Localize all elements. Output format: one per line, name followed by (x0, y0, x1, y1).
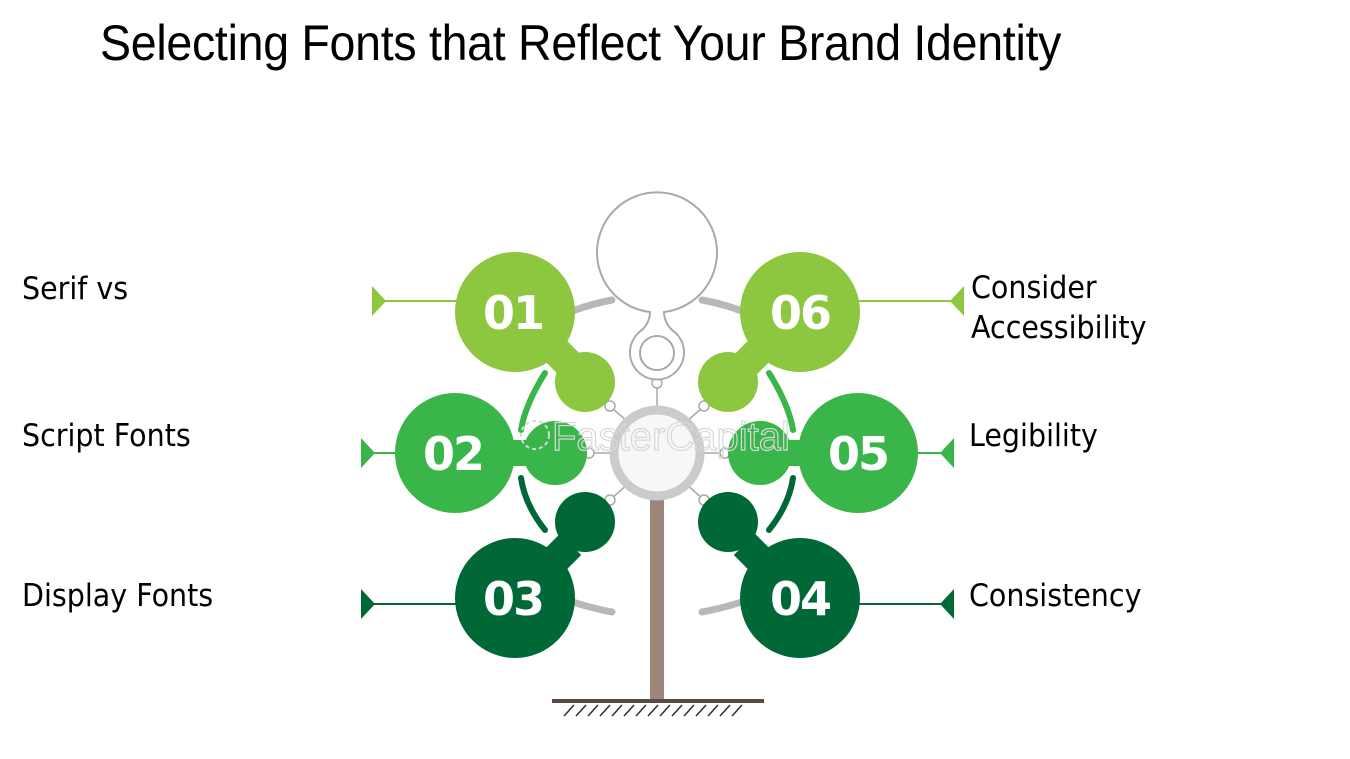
label-06-line-1: Consider (971, 270, 1097, 306)
arrow-right-icon (361, 589, 375, 619)
watermark-gear-icon (520, 420, 550, 450)
watermark: FasterCapital (552, 415, 790, 459)
ground-hatch (563, 704, 743, 717)
pointer-01 (372, 286, 460, 316)
pointer-03 (361, 589, 460, 619)
pointer-06 (856, 286, 964, 316)
arrow-right-icon (372, 286, 386, 316)
number-03: 03 (483, 572, 543, 626)
label-04: Consistency (969, 578, 1142, 614)
leaf-01 (455, 252, 615, 412)
label-02: Script Fonts (22, 418, 191, 454)
number-06: 06 (770, 286, 830, 340)
top-outline-bulb (596, 191, 718, 381)
label-03: Display Fonts (22, 578, 214, 614)
pointer-04 (856, 589, 954, 619)
page-title: Selecting Fonts that Reflect Your Brand … (100, 15, 1062, 71)
arrow-left-icon (940, 589, 954, 619)
label-06: Consider Accessibility (971, 268, 1147, 348)
number-02: 02 (423, 427, 483, 481)
arrow-right-icon (361, 438, 375, 468)
leaf-05 (728, 393, 918, 513)
green-arcs (518, 370, 796, 533)
arrow-left-icon (940, 438, 954, 468)
pointer-05 (915, 438, 954, 468)
label-01: Serif vs (22, 271, 129, 307)
number-05: 05 (828, 427, 888, 481)
number-04: 04 (770, 572, 830, 626)
trunk (650, 495, 664, 701)
number-01: 01 (483, 286, 543, 340)
label-06-line-2: Accessibility (971, 310, 1147, 346)
leaf-02 (395, 393, 587, 513)
label-05: Legibility (969, 418, 1098, 454)
center-ring (609, 405, 705, 501)
arrow-left-icon (950, 286, 964, 316)
pointer-02 (361, 438, 400, 468)
leaf-06 (698, 252, 860, 412)
